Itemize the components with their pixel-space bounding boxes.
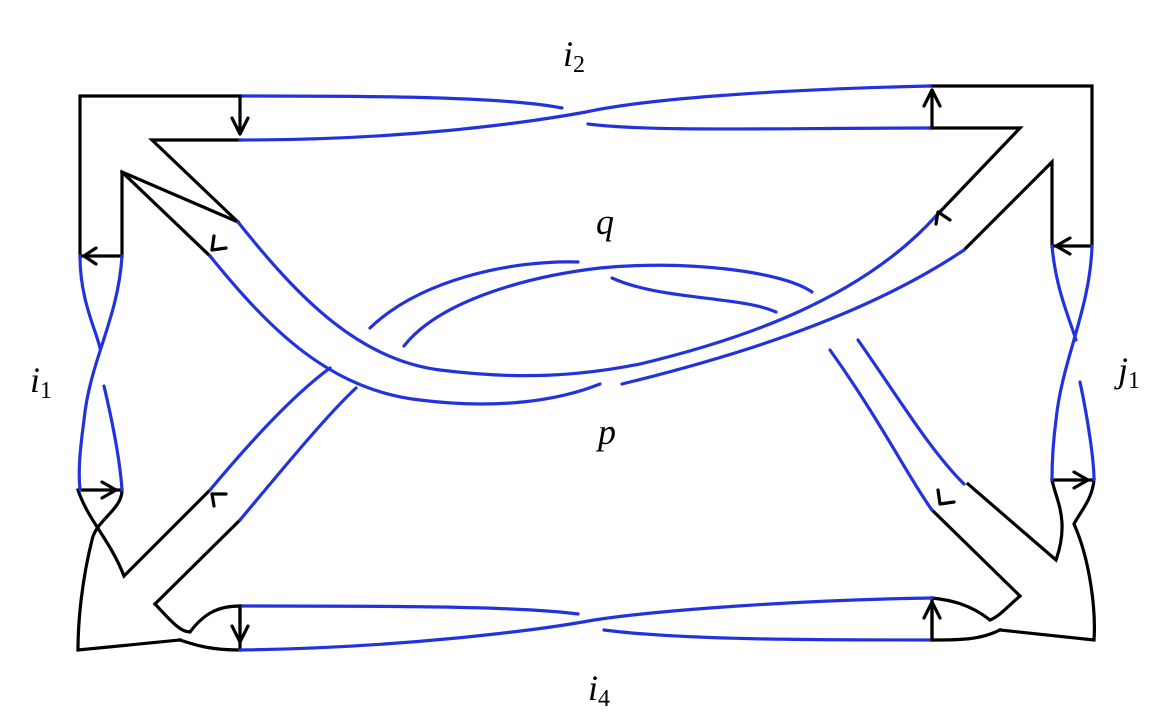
arrow-diag-br-head <box>936 488 956 506</box>
arrow-bottom-right-head <box>922 600 942 620</box>
strand-diag-tl-lower-b <box>620 248 966 386</box>
strand-bottom-upper-left <box>238 604 580 616</box>
arrow-bottom-left-head <box>230 624 250 644</box>
frame-top-left-inner <box>148 138 242 225</box>
arrow-top-right-head <box>922 88 942 108</box>
strand-diag-br-1 <box>828 348 934 512</box>
blue-strands <box>77 84 1096 652</box>
strand-left-upper-a <box>78 254 102 350</box>
frame-bottom-right-hook <box>930 593 1023 622</box>
strand-top-upper-left <box>238 94 564 110</box>
black-frame <box>75 84 1096 652</box>
frame-bottom-right-outer <box>998 478 1096 642</box>
arrows <box>82 88 1090 644</box>
label-p: p <box>598 412 616 452</box>
strand-arc-q-right <box>610 276 778 314</box>
label-q: q <box>596 202 614 242</box>
arrow-diag-tr-head <box>934 210 952 226</box>
strand-top-lower-right <box>586 122 932 131</box>
frame-bottom-left-diag <box>152 517 243 607</box>
label-i2: i2 <box>563 34 586 78</box>
frame-bottom-left-twist <box>75 487 213 579</box>
strand-right-crossing <box>1050 244 1094 482</box>
strand-left-crossing <box>77 254 124 492</box>
label-i1: i1 <box>30 360 53 404</box>
arrow-diag-bl-head <box>210 492 228 508</box>
strand-top-lower-crossing <box>238 84 932 142</box>
frame-bottom-right-diag <box>929 507 1023 599</box>
strand-arc-q-upper <box>402 263 814 348</box>
frame-top-right-inner <box>928 126 1024 219</box>
frame-top-left-outer <box>78 94 242 258</box>
frame-bottom-right-twist <box>965 478 1064 563</box>
strand-diag-bl-1 <box>208 366 332 492</box>
arrow-right-upper-head <box>1054 236 1072 256</box>
arrow-right-lower-head <box>1072 470 1090 490</box>
frame-bottom-left-hook <box>152 601 242 634</box>
strand-diag-tl-lower-a <box>208 254 602 406</box>
frame-top-left-diag <box>119 169 213 259</box>
label-i4: i4 <box>588 668 611 712</box>
arrow-diag-tl-head <box>210 234 228 252</box>
frame-bottom-left-outer <box>76 488 182 652</box>
strand-bottom-crossing <box>238 596 934 652</box>
strand-diag-tl-upper <box>236 214 938 378</box>
strand-bottom-lower-right <box>602 628 934 642</box>
strand-diag-br-2 <box>856 338 966 486</box>
strand-right-upper-a <box>1050 244 1078 342</box>
strand-left-lower-b <box>102 384 124 492</box>
strand-arc-q-left <box>368 260 580 330</box>
arrow-left-lower-head <box>100 480 118 500</box>
label-j1: j1 <box>1118 350 1141 394</box>
strand-right-lower-b <box>1078 380 1096 482</box>
strand-diag-bl-2 <box>238 386 358 522</box>
arrow-top-left-head <box>230 116 250 136</box>
arrow-left-upper-head <box>82 246 98 266</box>
frame-top-right-outer <box>928 84 1094 253</box>
